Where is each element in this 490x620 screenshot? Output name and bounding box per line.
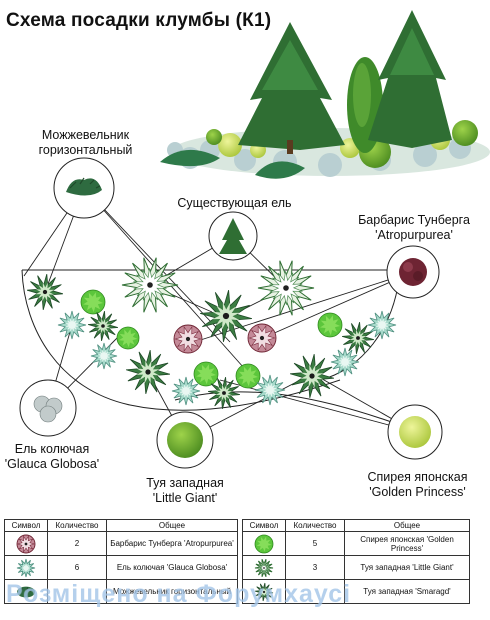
legend-header-qty: Количество — [47, 519, 107, 532]
plant-symbol-spiraea — [80, 289, 106, 315]
plant-symbol-smaragd — [341, 321, 375, 355]
legend-name: Барбарис Тунберга 'Atropurpurea' — [106, 531, 238, 556]
legend-header-qty: Количество — [285, 519, 345, 532]
spiraea-icon — [254, 534, 274, 553]
bed-illustration — [160, 10, 490, 179]
callout-glauca — [19, 379, 77, 437]
smaragd-icon — [254, 582, 274, 601]
label-barberry: Барбарис Тунберга'Atropurpurea' — [358, 213, 470, 242]
plant-symbol-thuja — [257, 260, 315, 316]
callout-barberry — [386, 245, 440, 299]
legend-qty: 2 — [47, 531, 107, 556]
glauca-icon — [4, 555, 48, 580]
spruce-tree-left — [238, 22, 345, 154]
plant-symbol-glauca — [57, 310, 87, 340]
plant-symbol-spiraea — [193, 361, 219, 387]
thuja-icon — [242, 555, 286, 580]
spruce-tree-right — [368, 10, 452, 148]
callout-spiraea — [387, 404, 443, 460]
legend-name: Можжевельник горизонтальный — [106, 579, 238, 604]
plant-symbol-barberry — [247, 323, 277, 353]
plant-symbol-glauca — [367, 310, 397, 340]
plant-symbol-smaragd — [26, 273, 64, 311]
plant-symbol-smaragd — [289, 353, 335, 399]
label-thuja: Туя западная'Little Giant' — [146, 476, 224, 505]
barberry-icon — [4, 531, 48, 556]
legend-header-name: Общее — [344, 519, 470, 532]
plant-symbol-spiraea — [317, 312, 343, 338]
diagram-title: Схема посадки клумбы (К1) — [6, 10, 272, 31]
juniper-icon — [4, 579, 48, 604]
label-glauca: Ель колючая'Glauca Globosa' — [4, 442, 100, 471]
plant-symbol-glauca — [330, 347, 360, 377]
legend-qty: 5 — [285, 531, 345, 556]
legend-header-symbol: Символ — [242, 519, 286, 532]
thuja-icon — [254, 558, 274, 577]
plant-symbol-smaragd — [125, 349, 171, 395]
smaragd-icon — [242, 579, 286, 604]
legend-name: Ель колючая 'Glauca Globosa' — [106, 555, 238, 580]
plant-symbol-spiraea — [116, 326, 140, 350]
legend-name: Туя западная 'Little Giant' — [344, 555, 470, 580]
glauca-icon — [16, 558, 36, 577]
juniper-spread — [160, 149, 305, 179]
callout-juniper — [53, 157, 115, 219]
legend-name: Спирея японская 'Golden Princess' — [344, 531, 470, 556]
plant-symbol-smaragd — [87, 310, 119, 342]
plant-symbol-barberry — [173, 324, 203, 354]
legend-qty: 6 — [47, 555, 107, 580]
legend-row: Туя западная 'Smaragd' — [242, 579, 470, 604]
label-spiraea: Спирея японская'Golden Princess' — [367, 470, 468, 499]
barberry-icon — [16, 534, 36, 553]
plant-symbol-smaragd — [207, 376, 241, 410]
callout-spruce-existing — [208, 211, 258, 261]
bed-outline — [21, 269, 401, 426]
legend-row: Можжевельник горизонтальный — [4, 579, 238, 604]
legend-header-name: Общее — [106, 519, 238, 532]
plant-symbol-glauca — [171, 376, 201, 406]
legend-header-symbol: Символ — [4, 519, 48, 532]
plant-symbol-thuja — [121, 257, 179, 313]
plant-symbol-spiraea — [235, 363, 261, 389]
legend-qty — [47, 579, 107, 604]
label-spruce-existing: Существующая ель — [177, 196, 292, 210]
plant-symbol-smaragd — [199, 289, 253, 343]
legend-name: Туя западная 'Smaragd' — [344, 579, 470, 604]
legend-qty: 3 — [285, 555, 345, 580]
juniper-icon — [17, 586, 35, 597]
forum-watermark: Розміщено на Форумхаусі — [6, 580, 352, 608]
plant-symbol-glauca — [254, 374, 286, 406]
callout-thuja — [156, 411, 214, 469]
spiraea-icon — [242, 531, 286, 556]
plant-symbol-glauca — [90, 342, 118, 370]
plant-symbols — [26, 257, 397, 410]
